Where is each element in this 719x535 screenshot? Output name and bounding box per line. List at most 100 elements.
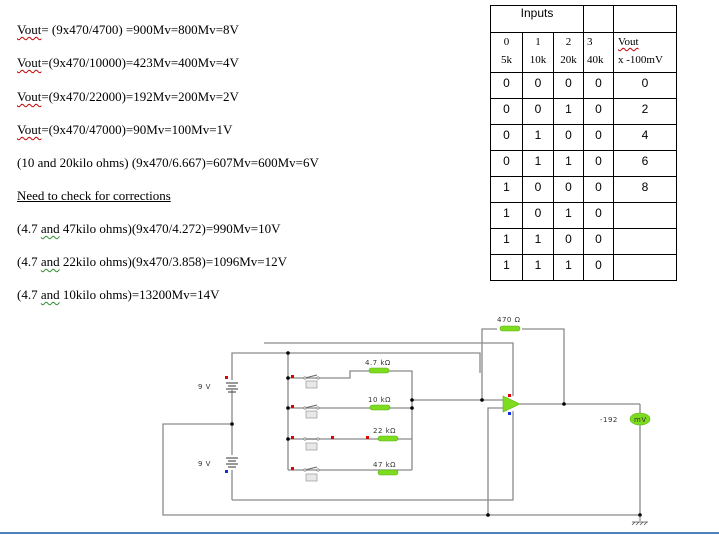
switch-1[interactable] [303, 374, 320, 389]
vout-cell: 8 [613, 176, 677, 203]
bit-cell: 1 [490, 176, 523, 203]
resistor-label: 22 kΩ [373, 427, 396, 435]
bit-cell: 1 [553, 202, 584, 229]
page-bottom-border [0, 532, 719, 534]
battery-top[interactable] [226, 382, 238, 393]
bit-cell: 0 [583, 98, 614, 125]
correction-text: 10kilo ohms)=13200Mv=14V [59, 287, 220, 302]
op-amp[interactable] [502, 395, 521, 413]
ground-icon [631, 515, 648, 526]
probe-markers-red [225, 375, 511, 470]
battery-bottom[interactable] [226, 457, 238, 468]
calc-line-4: Vout=(9x470/47000)=90Mv=100Mv=1V [17, 122, 232, 137]
bit-cell: 1 [522, 228, 554, 255]
vout-cell: 4 [613, 124, 677, 151]
correction-line-3: (4.7 and 10kilo ohms)=13200Mv=14V [17, 287, 219, 302]
calc-text: = (9x470/4700) =900Mv=800Mv=8V [41, 22, 239, 37]
bit-cell: 0 [583, 228, 614, 255]
resistor-label: 47 kΩ [373, 461, 396, 469]
resistor-label: 10 kΩ [368, 396, 391, 404]
vout-cell: 0 [613, 72, 677, 99]
vout-cell [613, 254, 677, 281]
bit-cell: 0 [553, 228, 584, 255]
vout-word: Vout [17, 55, 42, 70]
bit-cell: 0 [553, 124, 584, 151]
corrections-heading: Need to check for corrections [17, 188, 171, 203]
bit-cell: 0 [583, 254, 614, 281]
feedback-resistor-label: 470 Ω [497, 316, 521, 324]
wires [162, 328, 641, 516]
vout-cell [613, 202, 677, 229]
correction-line-2: (4.7 and 22kilo ohms)(9x470/3.858)=1096M… [17, 254, 287, 269]
and-word: and [40, 287, 60, 302]
resistor-4k7[interactable] [368, 367, 390, 374]
calc-line-2: Vout=(9x470/10000)=423Mv=400Mv=4V [17, 55, 239, 70]
switch-2[interactable] [303, 404, 320, 419]
probe-markers-blue [225, 412, 511, 473]
vout-cell [613, 228, 677, 255]
bit-cell: 1 [490, 254, 523, 281]
bit-cell: 0 [553, 72, 584, 99]
bit-cell: 1 [490, 228, 523, 255]
calc-line-1: Vout= (9x470/4700) =900Mv=800Mv=8V [17, 22, 239, 37]
bit-cell: 1 [522, 150, 554, 177]
correction-line-1: (4.7 and 47kilo ohms)(9x470/4.272)=990Mv… [17, 221, 280, 236]
feedback-resistor[interactable] [499, 325, 521, 332]
voltmeter-unit: mV [634, 416, 647, 424]
bit-cell: 0 [553, 176, 584, 203]
resistor-10k[interactable] [369, 404, 391, 411]
circuit-diagram: 470 Ω 4.7 kΩ 10 kΩ 22 kΩ 47 kΩ [162, 316, 651, 526]
bit-cell: 0 [583, 176, 614, 203]
inputs-header: Inputs [490, 5, 584, 33]
calc-text: =(9x470/10000)=423Mv=400Mv=4V [41, 55, 239, 70]
calc-line-3: Vout=(9x470/22000)=192Mv=200Mv=2V [17, 89, 239, 104]
battery-top-label: 9 V [198, 383, 211, 391]
bit-cell: 1 [553, 150, 584, 177]
bit-cell: 0 [522, 176, 554, 203]
combo-line: (10 and 20kilo ohms) (9x470/6.667)=607Mv… [17, 155, 319, 170]
bit-cell: 0 [490, 150, 523, 177]
voltmeter[interactable] [629, 412, 651, 426]
resistor-47k[interactable] [377, 469, 399, 476]
correction-text: (4.7 [17, 221, 41, 236]
correction-text: 22kilo ohms)(9x470/3.858)=1096Mv=12V [59, 254, 287, 269]
bit-cell: 0 [583, 72, 614, 99]
bit-cell: 0 [490, 124, 523, 151]
battery-bottom-label: 9 V [198, 460, 211, 468]
vout-cell: 2 [613, 98, 677, 125]
resistor-22k[interactable] [377, 435, 399, 442]
bit-cell: 0 [490, 98, 523, 125]
resistor-label: 4.7 kΩ [365, 359, 391, 367]
switch-3[interactable] [303, 437, 320, 451]
switch-4[interactable] [303, 466, 320, 482]
bit-cell: 1 [553, 254, 584, 281]
calc-text: =(9x470/47000)=90Mv=100Mv=1V [41, 122, 233, 137]
empty-cell [613, 5, 677, 33]
vout-word: Vout [17, 122, 42, 137]
vout-cell: 6 [613, 150, 677, 177]
and-word: and [40, 254, 60, 269]
table-header-row: Inputs [490, 5, 677, 33]
junction-dots [230, 351, 642, 517]
correction-text: (4.7 [17, 254, 41, 269]
vout-word: Vout [17, 89, 42, 104]
correction-text: 47kilo ohms)(9x470/4.272)=990Mv=10V [59, 221, 281, 236]
bit-cell: 0 [583, 150, 614, 177]
voltmeter-reading: -192 [600, 416, 618, 424]
